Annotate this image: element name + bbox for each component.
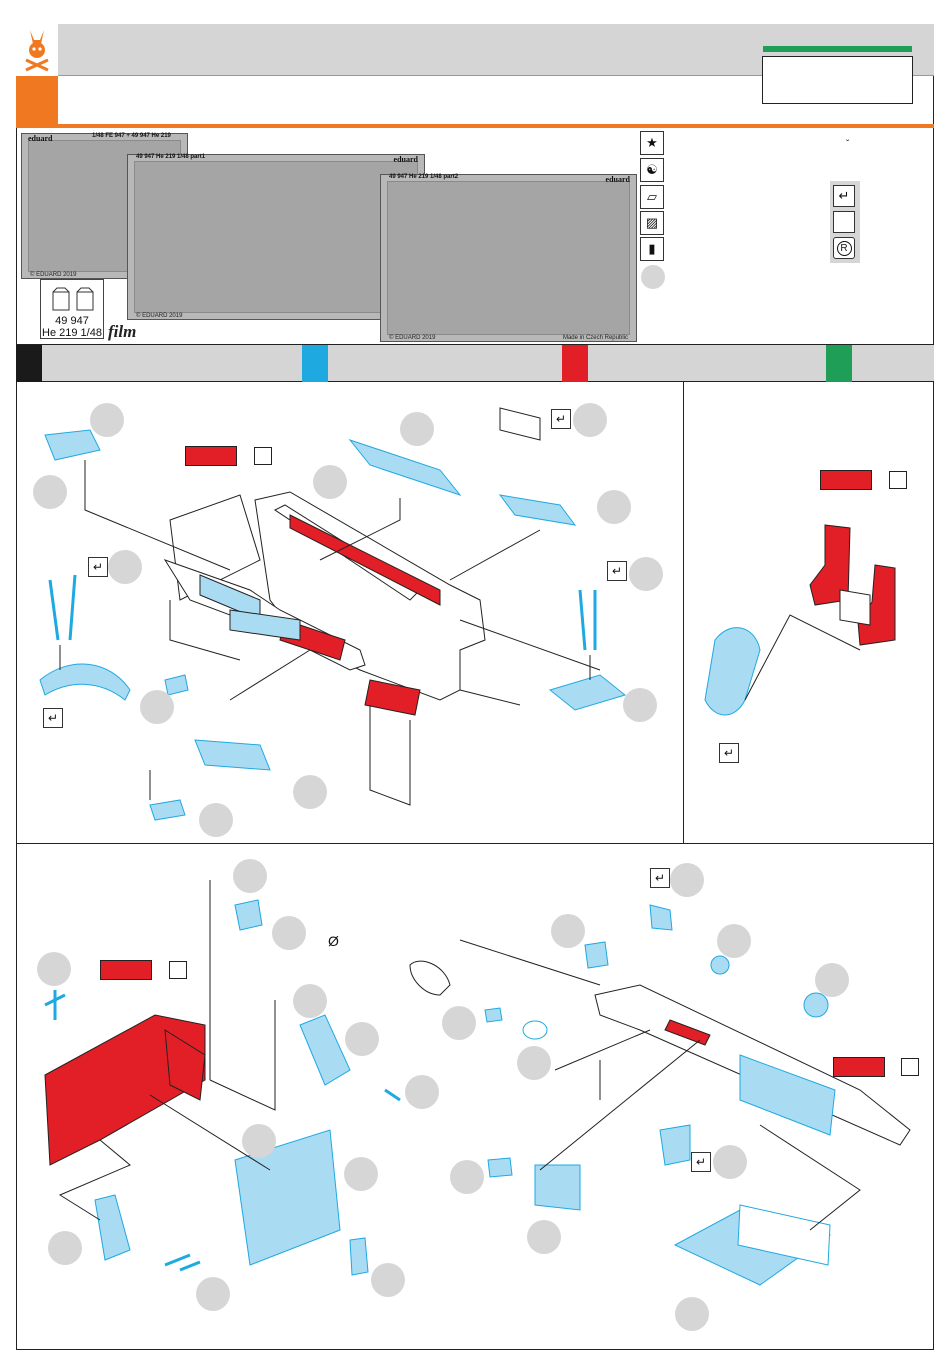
callout-32: [527, 1220, 561, 1254]
callout-14: [272, 916, 306, 950]
callout-10: [140, 690, 174, 724]
callout-18: [405, 1075, 439, 1109]
bend-icon: ↵: [719, 743, 739, 763]
bend-icon: ↵: [43, 708, 63, 728]
callout-21: [48, 1231, 82, 1265]
callout-1: [90, 403, 124, 437]
seats-drawing: [705, 525, 895, 715]
photoetch-sheet-icon: [889, 471, 907, 489]
callout-5: [400, 412, 434, 446]
callout-7: [597, 490, 631, 524]
callout-28: [442, 1006, 476, 1040]
red-color-tag-2: [820, 470, 872, 490]
bend-icon: ↵: [551, 409, 571, 429]
callout-19: [242, 1124, 276, 1158]
callout-2: [33, 475, 67, 509]
callout-23: [196, 1277, 230, 1311]
bend-icon: ↵: [691, 1152, 711, 1172]
callout-4: [313, 465, 347, 499]
instrument-panel-drawing: [45, 880, 400, 1275]
callout-11: [293, 775, 327, 809]
callout-20: [344, 1157, 378, 1191]
callout-30: [713, 1145, 747, 1179]
callout-3: [108, 550, 142, 584]
callout-9: [623, 688, 657, 722]
callout-15: [37, 952, 71, 986]
red-color-tag-4: [833, 1057, 885, 1077]
film-sheet-icon: [169, 961, 187, 979]
callout-25: [551, 914, 585, 948]
callout-8: [629, 557, 663, 591]
callout-6: [573, 403, 607, 437]
callout-24: [670, 863, 704, 897]
bend-icon: ↵: [88, 557, 108, 577]
callout-27: [815, 963, 849, 997]
red-color-tag-3: [100, 960, 152, 980]
diameter-symbol: Ø: [328, 933, 339, 949]
callout-17: [345, 1022, 379, 1056]
callout-13: [233, 859, 267, 893]
callout-22: [371, 1263, 405, 1297]
callout-12: [199, 803, 233, 837]
film-sheet-icon: [254, 447, 272, 465]
bend-icon: ↵: [650, 868, 670, 888]
callout-26: [717, 924, 751, 958]
film-sheet-icon: [901, 1058, 919, 1076]
callout-16: [293, 984, 327, 1018]
callout-31: [450, 1160, 484, 1194]
bend-icon: ↵: [607, 561, 627, 581]
callout-33: [675, 1297, 709, 1331]
red-color-tag-1: [185, 446, 237, 466]
callout-29: [517, 1046, 551, 1080]
side-wall-drawing: [410, 905, 910, 1285]
